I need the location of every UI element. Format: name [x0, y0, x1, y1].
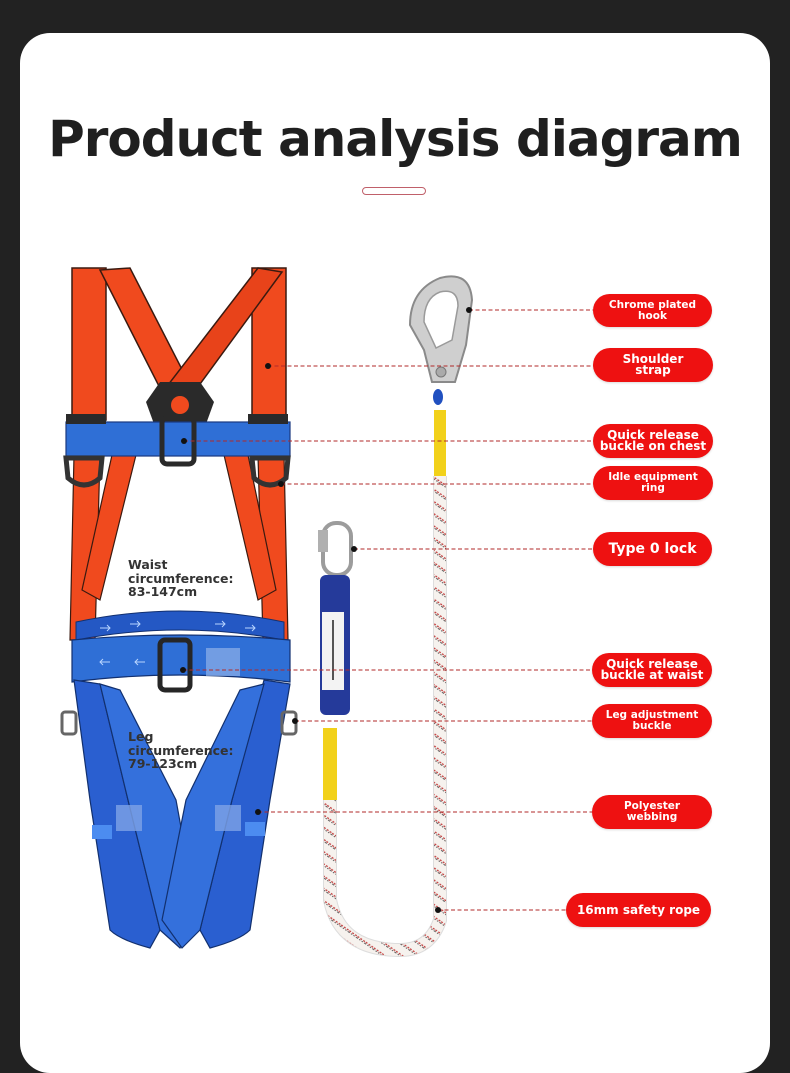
lanyard-icon: [318, 275, 474, 958]
callout-type-0-lock: Type 0 lock: [593, 532, 712, 566]
harness-icon: [60, 267, 298, 949]
leg-size-note: Leg circumference: 79-123cm: [128, 729, 234, 771]
callout-safety-rope: 16mm safety rope: [566, 893, 711, 927]
callout-quick-release-chest: Quick release buckle on chest: [593, 424, 713, 458]
leader-lines: [183, 309, 594, 911]
callout-chrome-plated-hook: Chrome plated hook: [593, 294, 712, 327]
callout-shoulder-strap: Shoulder strap: [593, 348, 713, 382]
page-title: Product analysis diagram: [48, 110, 743, 168]
callout-idle-equipment-ring: Idle equipment ring: [593, 466, 713, 500]
leader-dots: [180, 307, 472, 913]
callout-polyester-webbing: Polyester webbing: [592, 795, 712, 829]
waist-size-note: Waist circumference: 83-147cm: [128, 557, 234, 599]
callout-quick-release-waist: Quick release buckle at waist: [592, 653, 712, 687]
title-underline-decoration: [362, 187, 426, 195]
callout-leg-adjustment-buckle: Leg adjustment buckle: [592, 704, 712, 738]
